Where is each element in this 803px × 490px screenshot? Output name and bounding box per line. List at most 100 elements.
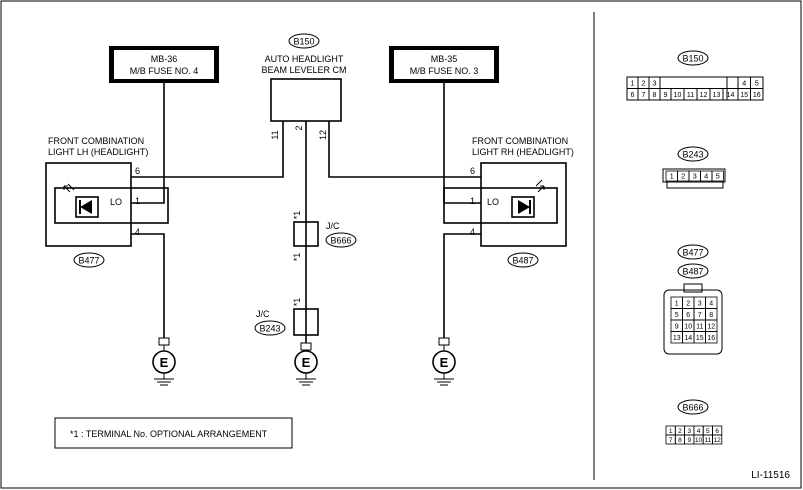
ground-right: E xyxy=(432,337,456,386)
svg-text:3: 3 xyxy=(687,428,691,435)
light-rh-pin1: 1 xyxy=(470,196,475,206)
b243-badge: B243 xyxy=(682,150,703,160)
svg-text:11: 11 xyxy=(687,92,694,99)
light-rh-line1: FRONT COMBINATION xyxy=(472,136,568,146)
b666-pin-6: 6 xyxy=(712,425,723,436)
b150-pin-7: 7 xyxy=(637,88,650,101)
ground-center: E xyxy=(294,342,318,386)
b150-pin-4: 4 xyxy=(737,76,751,89)
figure-id: LI-11516 xyxy=(751,470,790,481)
light-lh-pin4: 4 xyxy=(135,227,140,237)
b150-pin-5: 5 xyxy=(750,76,764,89)
note-text: *1 : TERMINAL No. OPTIONAL ARRANGEMENT xyxy=(70,429,268,439)
cm-badge: B150 xyxy=(293,37,314,47)
fuse-right-line1: MB-35 xyxy=(431,54,458,64)
jc2-label: J/C xyxy=(256,309,270,319)
svg-text:6: 6 xyxy=(631,92,635,99)
svg-text:3: 3 xyxy=(693,172,697,181)
light-lh-line2: LIGHT LH (HEADLIGHT) xyxy=(48,147,148,157)
b477-pin-1: 1 xyxy=(670,296,683,309)
svg-text:13: 13 xyxy=(713,92,721,99)
b666-badge: B666 xyxy=(682,403,703,413)
cm-pin-11: 11 xyxy=(270,130,280,139)
b150-pin-10: 10 xyxy=(670,88,685,101)
svg-text:11: 11 xyxy=(696,323,703,330)
svg-text:15: 15 xyxy=(696,335,704,342)
b243-pin-3: 3 xyxy=(688,170,701,182)
svg-text:2: 2 xyxy=(686,300,690,307)
wires xyxy=(131,83,481,343)
b150-pin-12: 12 xyxy=(696,88,711,101)
light-lh-lo: LO xyxy=(110,197,122,207)
light-lh-badge: B477 xyxy=(78,256,99,266)
b477-pin-7: 7 xyxy=(693,308,706,321)
joint-connector-b243: *1 J/C B243 xyxy=(254,298,319,336)
cm-line1: AUTO HEADLIGHT xyxy=(265,54,344,64)
svg-text:9: 9 xyxy=(687,437,691,444)
b150-badge: B150 xyxy=(682,54,703,64)
b666-pin-4: 4 xyxy=(693,425,704,436)
svg-text:7: 7 xyxy=(669,437,673,444)
b477-pin-4: 4 xyxy=(705,296,718,309)
svg-text:11: 11 xyxy=(704,437,711,444)
b243-pin-5: 5 xyxy=(711,170,724,182)
svg-text:5: 5 xyxy=(716,172,720,181)
b666-pin-12: 12 xyxy=(712,434,723,445)
cm-line2: BEAM LEVELER CM xyxy=(261,65,346,75)
ground-center-label: E xyxy=(302,355,311,370)
svg-text:2: 2 xyxy=(678,428,682,435)
b243-pin-1: 1 xyxy=(665,170,678,182)
svg-text:4: 4 xyxy=(697,428,701,435)
svg-text:5: 5 xyxy=(675,312,679,319)
jc1-badge: B666 xyxy=(330,236,351,246)
b477-pin-3: 3 xyxy=(693,296,706,309)
svg-text:1: 1 xyxy=(669,428,673,435)
b666-pin-8: 8 xyxy=(674,434,685,445)
svg-text:8: 8 xyxy=(709,312,713,319)
front-light-rh: FRONT COMBINATION LIGHT RH (HEADLIGHT) L… xyxy=(443,136,574,268)
b243-pin-2: 2 xyxy=(677,170,690,182)
svg-text:3: 3 xyxy=(698,300,702,307)
lh-light-rays-icon xyxy=(63,183,75,193)
b477-pin-12: 12 xyxy=(705,319,718,332)
svg-text:5: 5 xyxy=(755,78,759,87)
beam-leveler-cm: B150 AUTO HEADLIGHT BEAM LEVELER CM 11 2… xyxy=(261,33,347,140)
fuse-right-line2: M/B FUSE NO. 3 xyxy=(410,66,479,76)
svg-text:1: 1 xyxy=(675,300,679,307)
svg-text:12: 12 xyxy=(707,323,715,330)
note-box: *1 : TERMINAL No. OPTIONAL ARRANGEMENT xyxy=(54,417,293,449)
b150-pin-16: 16 xyxy=(750,88,764,101)
svg-text:13: 13 xyxy=(673,335,681,342)
svg-text:6: 6 xyxy=(686,312,690,319)
light-rh-line2: LIGHT RH (HEADLIGHT) xyxy=(472,147,574,157)
b477-pin-14: 14 xyxy=(682,331,695,344)
b477-pin-11: 11 xyxy=(693,319,706,332)
b477-pin-13: 13 xyxy=(670,331,683,344)
svg-text:1: 1 xyxy=(630,78,634,87)
jc1-star-bot: *1 xyxy=(292,253,302,262)
jc2-badge: B243 xyxy=(259,324,280,334)
svg-text:4: 4 xyxy=(709,300,713,307)
b666-pin-1: 1 xyxy=(665,425,676,436)
b477-pin-2: 2 xyxy=(682,296,695,309)
light-rh-pin4: 4 xyxy=(470,227,475,237)
b487-badge: B487 xyxy=(682,267,703,277)
svg-text:8: 8 xyxy=(653,92,657,99)
b477-pin-8: 8 xyxy=(705,308,718,321)
light-lh-pin1: 1 xyxy=(135,196,140,206)
b477-badge: B477 xyxy=(682,248,703,258)
b477-pin-10: 10 xyxy=(682,319,695,332)
svg-text:8: 8 xyxy=(678,437,682,444)
light-rh-lo: LO xyxy=(487,197,499,207)
rh-light-rays-icon xyxy=(535,179,545,193)
b666-pin-11: 11 xyxy=(702,434,713,445)
svg-text:2: 2 xyxy=(681,172,685,181)
b477-pin-15: 15 xyxy=(693,331,706,344)
svg-text:16: 16 xyxy=(707,335,715,342)
b150-pin-8: 8 xyxy=(648,88,661,101)
cm-pin-12: 12 xyxy=(318,130,328,140)
